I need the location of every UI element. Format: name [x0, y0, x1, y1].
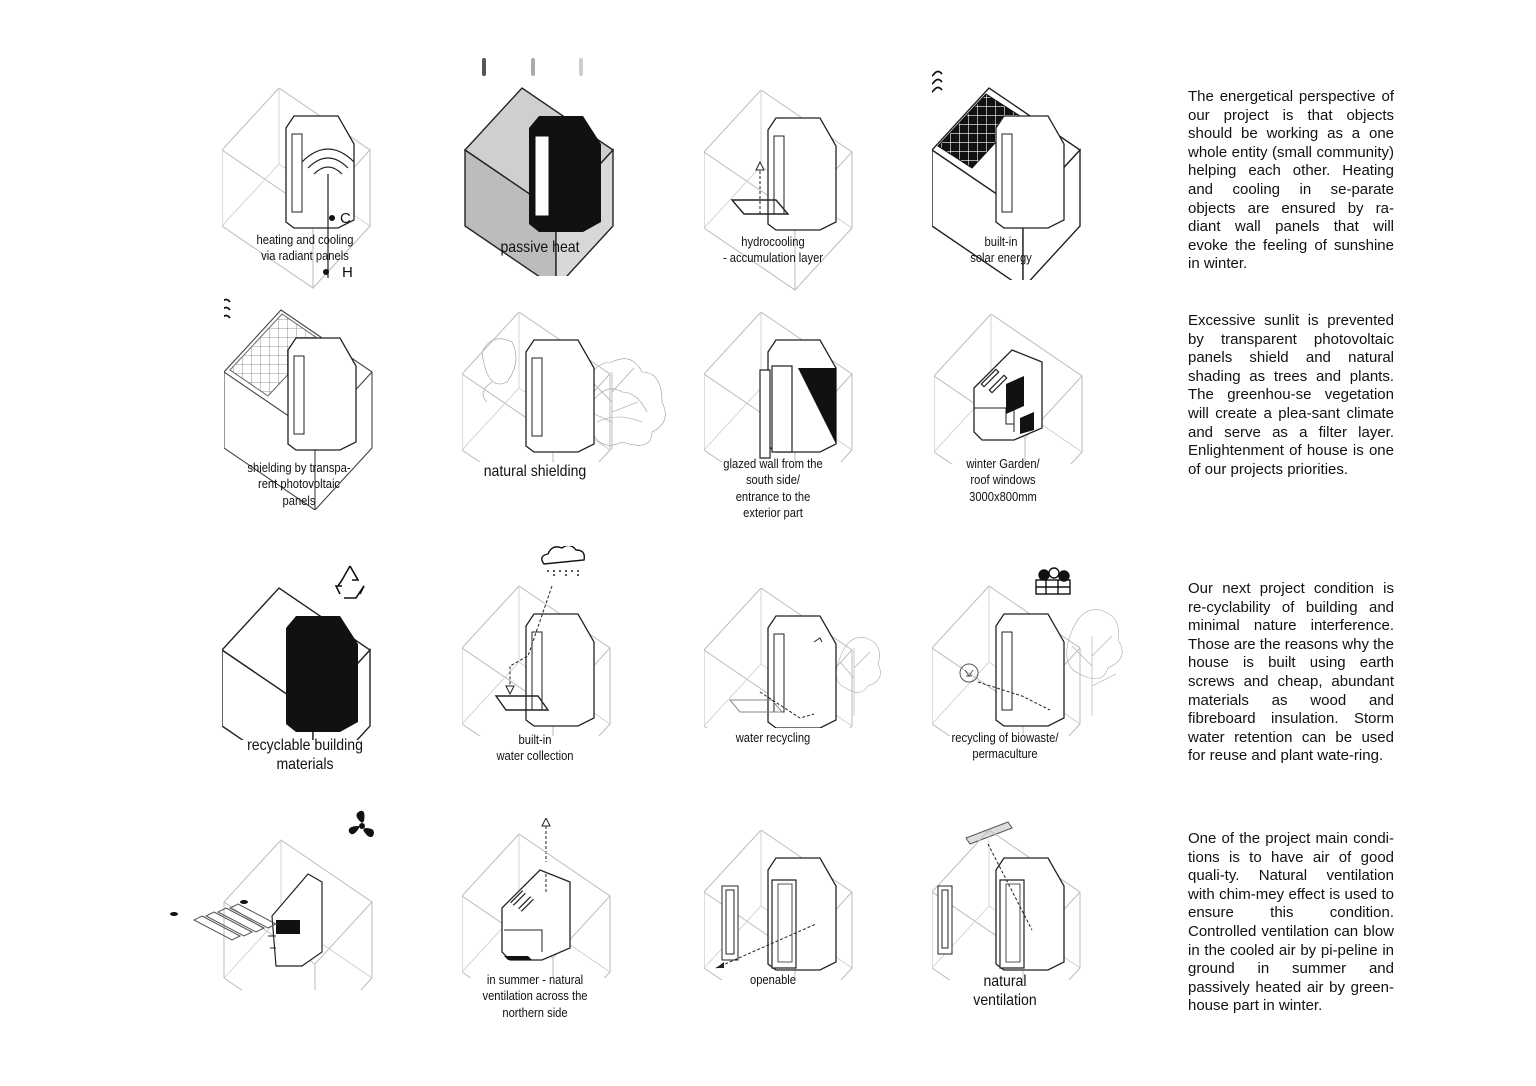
paragraph-shielding: Excessive sunlit is prevented by transpa… [1188, 312, 1394, 479]
diagram-water-recycling: water recycling [704, 588, 934, 838]
diagram-biowaste: recycling of biowaste/ permaculture [932, 566, 1162, 816]
caption: heating and cooling via radiant panels [206, 232, 404, 265]
diagram-water-collection: built-in water collection [462, 546, 692, 796]
wind-waves-icon [224, 300, 230, 321]
cold-pipe-label: C [340, 210, 351, 227]
thermometer-icon [482, 58, 583, 76]
diagram-summer-ventilation: in summer - natural ventilation across t… [462, 818, 692, 1068]
paragraph-energy: The energetical perspective of our proje… [1188, 88, 1394, 274]
wind-waves-icon [932, 72, 942, 93]
recycle-icon [336, 566, 364, 598]
diagram-winter-garden: winter Garden/ roof windows 3000x800mm [934, 314, 1164, 564]
hot-pipe-label: H [342, 264, 353, 281]
caption: built-in solar energy [902, 234, 1100, 267]
diagram-solar-energy: built-in solar energy [932, 60, 1162, 310]
caption: openable [674, 972, 872, 988]
diagram-natural-shielding: natural shielding [462, 312, 692, 562]
rain-cloud-icon [542, 546, 585, 576]
caption: water recycling [674, 730, 872, 746]
paragraph-air-quality: One of the project main condi-tions is t… [1188, 830, 1394, 1016]
fan-icon [349, 811, 374, 837]
diagram-natural-ventilation: natural ventilation [932, 820, 1162, 1070]
caption: natural shielding [434, 462, 636, 481]
caption: in summer - natural ventilation across t… [436, 972, 634, 1021]
caption: glazed wall from the south side/ entranc… [674, 456, 872, 521]
caption: built-in water collection [436, 732, 634, 765]
caption: natural ventilation [904, 972, 1106, 1010]
diagram-passive-heat: passive heat [463, 56, 693, 306]
caption: recycling of biowaste/ permaculture [906, 730, 1104, 763]
caption: passive heat [439, 238, 641, 257]
paragraph-recyclability: Our next project condition is re-cyclabi… [1188, 580, 1394, 766]
caption: recyclable building materials [204, 736, 406, 774]
caption: shielding by transpa- rent photovoltaic … [200, 460, 398, 509]
diagram-hydrocooling: hydrocooling - accumulation layer [704, 90, 934, 340]
diagram-openable: openable [704, 830, 934, 1080]
diagram-glazed-wall: glazed wall from the south side/ entranc… [704, 312, 934, 562]
diagram-earth-tube-ventilation [166, 810, 396, 1060]
fruit-crate-icon [1036, 568, 1070, 594]
diagram-recyclable-materials: recyclable building materials [222, 560, 452, 810]
diagram-pv-shielding: shielding by transpa- rent photovoltaic … [224, 280, 454, 530]
caption: winter Garden/ roof windows 3000x800mm [904, 456, 1102, 505]
caption: hydrocooling - accumulation layer [674, 234, 872, 267]
